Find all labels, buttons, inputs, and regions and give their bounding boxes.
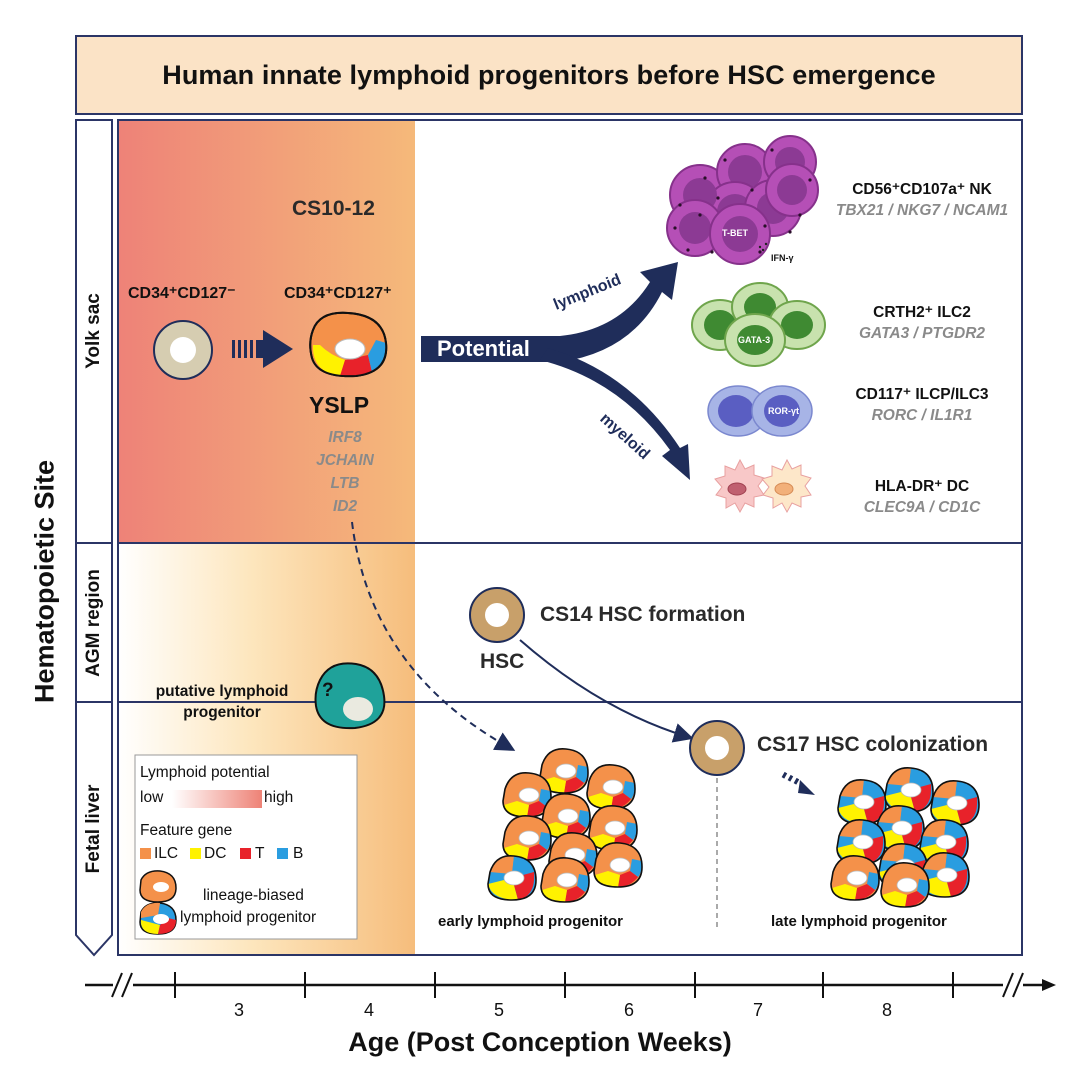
gene-irf8: IRF8 bbox=[328, 429, 362, 446]
late-label: late lymphoid progenitor bbox=[771, 913, 947, 930]
legend-cell-mixed bbox=[139, 902, 177, 935]
potential-label: Potential bbox=[437, 336, 530, 361]
progenitor-cell bbox=[880, 862, 930, 908]
yslp-label: YSLP bbox=[309, 392, 370, 418]
legend-low: low bbox=[140, 789, 164, 806]
cd127neg-nucleus bbox=[170, 337, 196, 363]
hsc-colonization-label: CS17 HSC colonization bbox=[757, 733, 989, 756]
gene-id2: ID2 bbox=[332, 498, 358, 515]
progenitor-cell bbox=[884, 767, 934, 813]
ifn-mark: IFN-γ bbox=[771, 253, 794, 263]
late-arrow bbox=[781, 771, 815, 795]
gene-ltb: LTB bbox=[330, 475, 360, 492]
dc-genes: CLEC9A / CD1C bbox=[863, 499, 981, 516]
progenitor-cell bbox=[830, 855, 880, 901]
figure-title: Human innate lymphoid progenitors before… bbox=[162, 59, 936, 90]
progenitor-cell bbox=[930, 780, 980, 826]
agm-tab bbox=[75, 542, 113, 703]
nk-genes: TBX21 / NKG7 / NCAM1 bbox=[835, 202, 1009, 219]
x-tick-3: 3 bbox=[234, 1000, 245, 1020]
liver-panel-border bbox=[117, 701, 1023, 956]
legend-potential-title: Lymphoid potential bbox=[140, 764, 270, 781]
nk-cells bbox=[666, 135, 819, 265]
x-axis-ticks bbox=[174, 972, 954, 998]
site-fetal-liver: Fetal liver bbox=[83, 784, 104, 874]
gata3-mark: GATA-3 bbox=[738, 335, 771, 345]
hsc-migration-arrow bbox=[519, 639, 694, 743]
tbet-mark: T-BET bbox=[722, 228, 748, 238]
x-tick-5: 5 bbox=[494, 1000, 505, 1020]
legend-gene-ilc: ILC bbox=[154, 845, 179, 862]
legend-high: high bbox=[264, 789, 294, 806]
putative-label: putative lymphoid progenitor bbox=[132, 681, 312, 723]
progenitor-cell bbox=[586, 764, 636, 810]
hsc-label: HSC bbox=[480, 650, 525, 673]
x-tick-7: 7 bbox=[753, 1000, 764, 1020]
hsc-formation-label: CS14 HSC formation bbox=[540, 603, 746, 626]
progenitor-cell bbox=[502, 772, 552, 818]
legend-gene-b: B bbox=[293, 845, 304, 862]
ilc2-label: CRTH2⁺ ILC2 GATA3 / PTGDR2 bbox=[824, 303, 1020, 343]
legend-gene-t: T bbox=[255, 845, 265, 862]
cell-left-label: CD34⁺CD127⁻ bbox=[128, 285, 236, 302]
stage-cs10-12: CS10-12 bbox=[292, 197, 375, 220]
potential-arrows bbox=[421, 262, 690, 480]
site-agm: AGM region bbox=[83, 569, 104, 677]
title-box: Human innate lymphoid progenitors before… bbox=[75, 35, 1023, 115]
x-axis-arrowhead bbox=[1042, 979, 1056, 991]
x-tick-8: 8 bbox=[882, 1000, 893, 1020]
progenitor-cell bbox=[593, 842, 643, 888]
late-progenitor-cluster bbox=[830, 767, 980, 908]
yslp-genes: IRF8 JCHAIN LTB ID2 bbox=[300, 426, 390, 518]
early-progenitor-cluster bbox=[487, 748, 643, 903]
dc-cells bbox=[714, 458, 812, 514]
legend-cell-ilc bbox=[139, 870, 177, 903]
rorgt-mark: ROR-γt bbox=[768, 406, 799, 416]
legend-feature-title: Feature gene bbox=[140, 822, 233, 839]
ilc2-genes: GATA3 / PTGDR2 bbox=[858, 325, 986, 342]
axis-break-right bbox=[1002, 972, 1024, 998]
cell-right-label: CD34⁺CD127⁺ bbox=[284, 285, 392, 302]
ilc3-cells bbox=[707, 385, 813, 437]
ilc3-genes: RORC / IL1R1 bbox=[871, 407, 973, 424]
dc-label: HLA-DR⁺ DC CLEC9A / CD1C bbox=[824, 477, 1020, 517]
liver-tab bbox=[75, 701, 113, 957]
ilc2-name: CRTH2⁺ ILC2 bbox=[873, 304, 971, 321]
progenitor-cell bbox=[502, 815, 552, 861]
x-tick-6: 6 bbox=[624, 1000, 635, 1020]
legend-biased-1: lineage-biased bbox=[203, 887, 304, 904]
x-axis-label: Age (Post Conception Weeks) bbox=[348, 1027, 732, 1057]
ilc3-label: CD117⁺ ILCP/ILC3 RORC / IL1R1 bbox=[824, 385, 1020, 425]
site-yolk-sac: Yolk sac bbox=[83, 293, 104, 369]
nk-name: CD56⁺CD107a⁺ NK bbox=[852, 181, 992, 198]
yslp-cell bbox=[309, 311, 388, 378]
yslp-derivation-arrow bbox=[351, 521, 516, 751]
progenitor-cell bbox=[540, 857, 590, 903]
dashed-arrow bbox=[232, 330, 293, 368]
ilc3-name: CD117⁺ ILCP/ILC3 bbox=[855, 386, 989, 403]
axis-break-left bbox=[111, 972, 133, 998]
progenitor-cell bbox=[541, 793, 591, 839]
legend-gradient bbox=[172, 790, 262, 808]
putative-text: putative lymphoid progenitor bbox=[155, 683, 289, 721]
progenitor-cell bbox=[539, 748, 589, 794]
question-mark: ? bbox=[322, 680, 334, 701]
nk-label: CD56⁺CD107a⁺ NK TBX21 / NKG7 / NCAM1 bbox=[824, 180, 1020, 220]
gene-jchain: JCHAIN bbox=[316, 452, 374, 469]
progenitor-cell bbox=[487, 855, 537, 901]
ilc2-cells bbox=[691, 282, 826, 367]
x-tick-4: 4 bbox=[364, 1000, 375, 1020]
legend-biased-2: lymphoid progenitor bbox=[180, 909, 317, 926]
putative-cell bbox=[314, 662, 386, 730]
early-label: early lymphoid progenitor bbox=[438, 913, 624, 930]
dc-name: HLA-DR⁺ DC bbox=[874, 478, 970, 495]
progenitor-cell bbox=[837, 779, 887, 825]
legend-gene-dc: DC bbox=[204, 845, 227, 862]
